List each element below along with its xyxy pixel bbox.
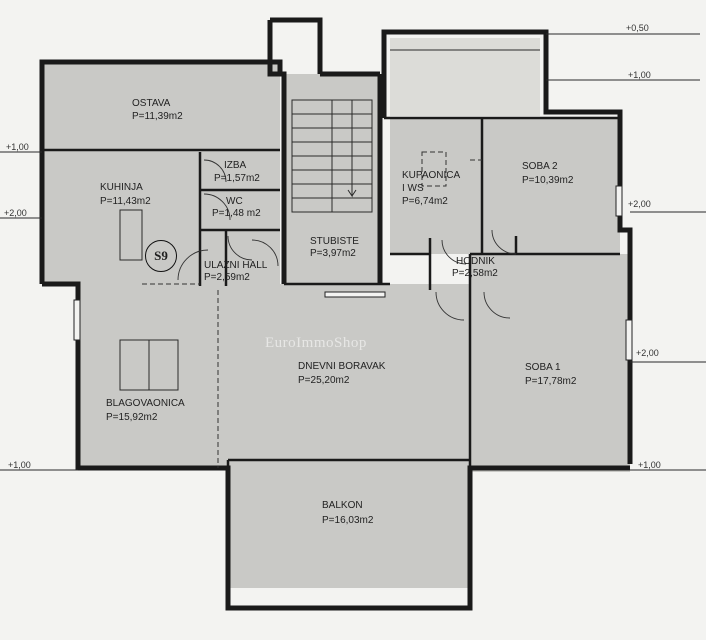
level-top-right-100: +1,00 — [628, 70, 651, 80]
furniture — [119, 209, 179, 391]
level-top-right-050: +0,50 — [626, 23, 649, 33]
level-right-200-lower: +2,00 — [636, 348, 659, 358]
area-ostava: P=11,39m2 — [132, 111, 183, 122]
label-ulazni-hall: ULAZNI HALL — [204, 260, 268, 271]
area-wc: P=1,48 m2 — [212, 208, 261, 219]
area-hodnik: P=2,58m2 — [452, 268, 498, 279]
label-stubiste: STUBISTE — [310, 236, 359, 247]
staircase — [291, 99, 373, 213]
label-hodnik: HODNIK — [456, 256, 495, 267]
s9-marker: S9 — [145, 240, 177, 272]
level-right-200-upper: +2,00 — [628, 199, 651, 209]
level-lines — [0, 33, 706, 471]
area-stubiste: P=3,97m2 — [310, 248, 356, 259]
label-dnevni-boravak: DNEVNI BORAVAK — [298, 361, 386, 372]
doors — [177, 159, 517, 321]
level-bottom-left-100: +1,00 — [8, 460, 31, 470]
area-soba2: P=10,39m2 — [522, 175, 574, 186]
windows — [73, 49, 633, 361]
level-bottom-right-100: +1,00 — [638, 460, 661, 470]
area-dnevni-boravak: P=25,20m2 — [298, 375, 350, 386]
label-izba: IZBA — [224, 160, 247, 171]
area-kupaonica: P=6,74m2 — [402, 196, 448, 207]
area-ulazni-hall: P=2,59m2 — [204, 272, 250, 283]
level-left-200: +2,00 — [4, 208, 27, 218]
area-soba1: P=17,78m2 — [525, 376, 577, 387]
level-left-100: +1,00 — [6, 142, 29, 152]
walls — [39, 17, 633, 611]
label-balkon: BALKON — [322, 500, 363, 511]
label-kupaonica: KUPAONICA — [402, 170, 461, 181]
room-fills — [42, 38, 630, 588]
sub-kupaonica: I WS — [402, 183, 424, 194]
dashed-lines — [142, 151, 482, 468]
ostava-name: OSTAVA — [132, 98, 171, 109]
label-wc: WC — [226, 196, 243, 207]
area-balkon: P=16,03m2 — [322, 515, 374, 526]
label-kuhinja: KUHINJA — [100, 182, 143, 193]
area-blagovaonica: P=15,92m2 — [106, 412, 158, 423]
label-soba2: SOBA 2 — [522, 161, 558, 172]
area-kuhinja: P=11,43m2 — [100, 196, 151, 207]
label-soba1: SOBA 1 — [525, 362, 561, 373]
watermark: EuroImmoShop — [265, 335, 367, 351]
area-izba: P=1,57m2 — [214, 173, 260, 184]
label-ostava: OSTAVA — [132, 98, 170, 109]
label-blagovaonica: BLAGOVAONICA — [106, 398, 185, 409]
